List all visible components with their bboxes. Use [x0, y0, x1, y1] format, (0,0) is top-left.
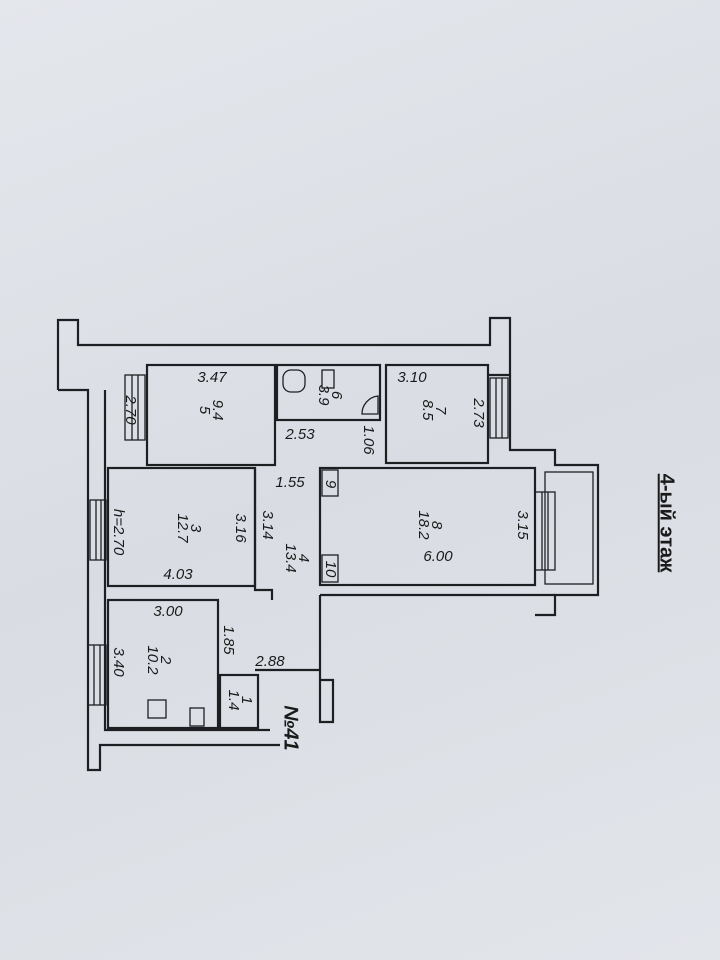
dim-r7-depth: 2.73 [470, 397, 487, 428]
dim-r3-depth: 3.16 [232, 513, 249, 543]
room-1-outline [218, 673, 260, 730]
room-1-area: 1.4 [225, 690, 242, 711]
room-6-number: 6 [328, 391, 345, 400]
sink-icon [321, 369, 335, 389]
dim-r8-depth: 3.15 [514, 510, 531, 540]
cabinet-9 [321, 469, 339, 497]
dim-r5-depth: 2.70 [122, 394, 139, 425]
ceiling-height: h=2.70 [110, 509, 127, 556]
room-8-area: 18.2 [415, 510, 432, 540]
toilet-icon [282, 369, 306, 393]
dim-hall-depth: 1.06 [360, 425, 377, 455]
room-7-area: 8.5 [419, 400, 436, 422]
room-4-area: 13.4 [282, 543, 299, 572]
cabinet-icon [189, 707, 205, 727]
room-6-area: 3.9 [315, 385, 332, 407]
labels: 3.47 2.70 5 9.4 6 3.9 2.53 1.06 3.10 7 8… [110, 369, 678, 751]
fixtures [147, 369, 379, 727]
room-3-area: 12.7 [174, 513, 191, 543]
walls [56, 316, 600, 772]
room-4-number: 4 [295, 554, 312, 562]
dim-r5-width: 3.47 [197, 369, 227, 386]
room-8-number: 8 [428, 521, 445, 530]
dim-entry-width: 2.88 [254, 653, 285, 670]
room-2-number: 2 [157, 655, 174, 665]
dim-corr-len: 3.14 [259, 510, 276, 539]
dim-hall-width: 2.53 [284, 426, 315, 443]
floor-label: 4-ый этаж [656, 474, 678, 573]
dim-r2-depth: 3.40 [110, 647, 127, 677]
dim-r2-width: 3.00 [153, 603, 183, 620]
dim-r7-width: 3.10 [397, 369, 427, 386]
room-5-area: 9.4 [209, 400, 226, 421]
room-2-outline [106, 598, 220, 730]
room-1-number: 1 [238, 696, 255, 704]
dim-r1-len: 1.85 [220, 625, 237, 655]
room-9-number: 9 [322, 480, 339, 489]
room-5-outline [145, 363, 277, 467]
room-6-outline [275, 363, 382, 422]
room-2-area: 10.2 [144, 645, 161, 675]
cabinet-10 [321, 554, 339, 583]
windows [87, 374, 556, 706]
stove-icon [147, 699, 167, 719]
dim-r3-width: 4.03 [163, 566, 193, 583]
dim-r8-width: 6.00 [423, 548, 453, 565]
apartment-number: №41 [280, 705, 302, 750]
room-10-number: 10 [322, 561, 339, 578]
room-7-outline [384, 363, 490, 465]
shower-icon [361, 395, 379, 415]
room-7-number: 7 [432, 406, 449, 415]
dim-corr-width: 1.55 [275, 474, 305, 491]
room-5-number: 5 [196, 406, 213, 415]
room-3-number: 3 [187, 524, 204, 533]
